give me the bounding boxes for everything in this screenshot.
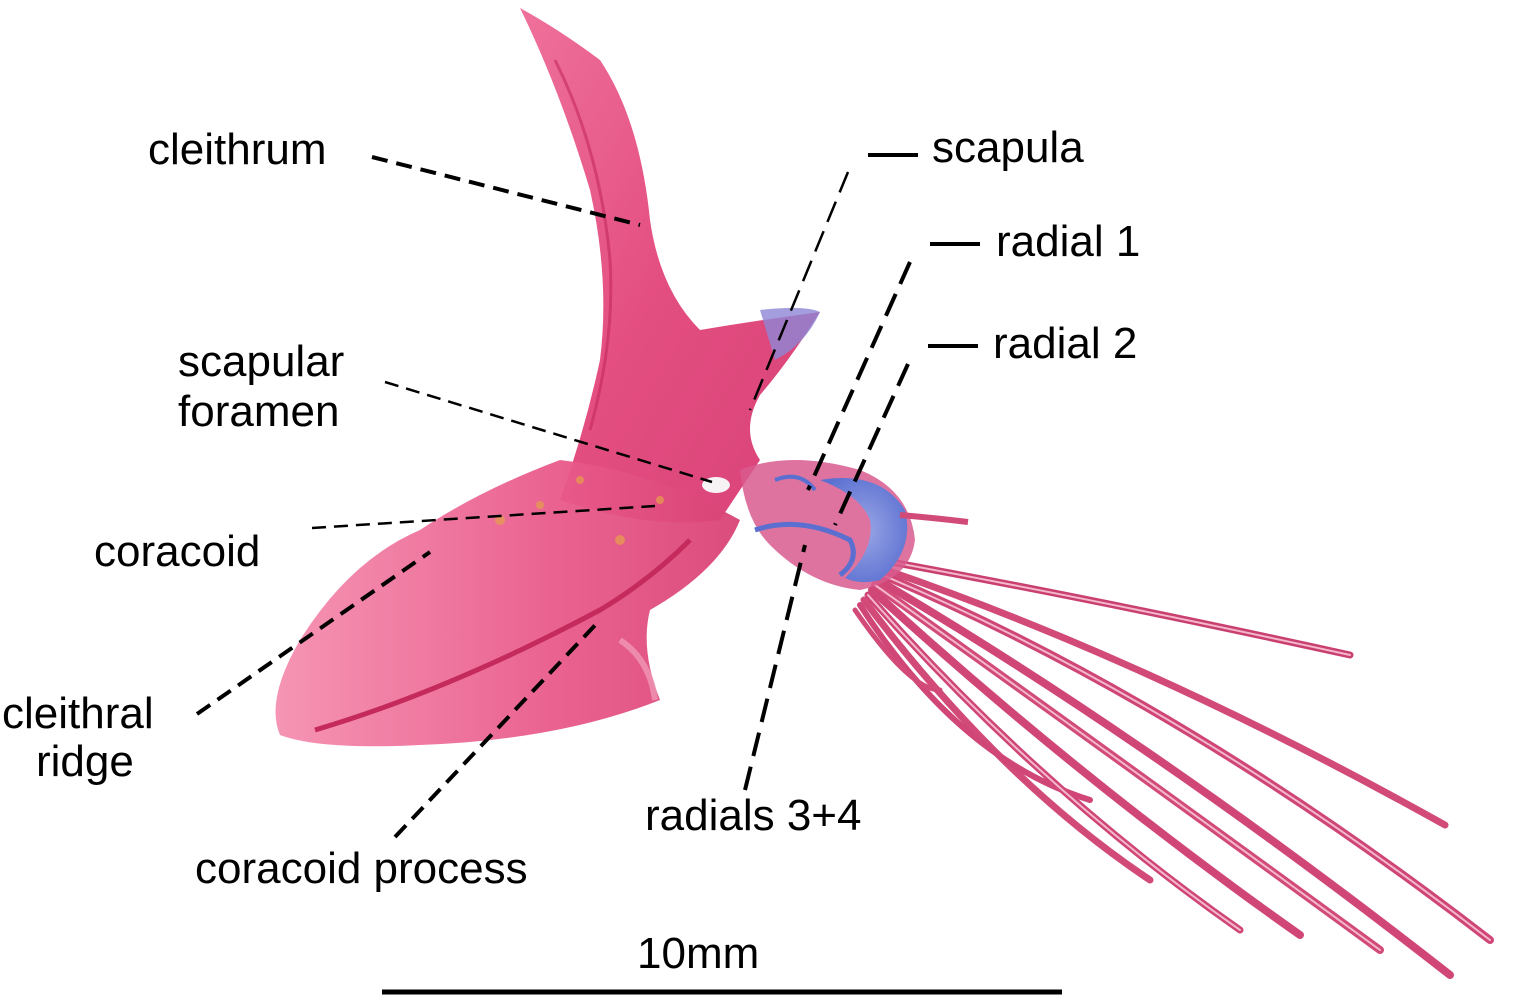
leader-scapular-foramen	[384, 380, 713, 484]
cleithrum-bone	[520, 8, 820, 523]
label-radials-3-4: radials 3+4	[645, 791, 862, 840]
label-radial-2: radial 2	[993, 319, 1138, 368]
label-cleithral-ridge-line2: ridge	[36, 737, 134, 786]
label-coracoid: coracoid	[94, 527, 261, 576]
leader-radials-3-4	[743, 544, 807, 791]
scale-bar-label: 10mm	[637, 929, 760, 978]
leader-radial-1	[806, 261, 912, 491]
label-scapula: scapula	[932, 123, 1084, 172]
leader-cleithrum	[371, 155, 641, 227]
label-cleithrum: cleithrum	[148, 125, 327, 174]
leader-lines	[195, 153, 1062, 995]
label-scapular-foramen-line2: foramen	[178, 387, 340, 436]
label-scapular-foramen-line1: scapular	[178, 337, 345, 386]
label-radial-1: radial 1	[996, 217, 1141, 266]
label-cleithral-ridge-line1: cleithral	[2, 689, 154, 738]
coracoid-bone	[275, 460, 740, 747]
leader-cleithral-ridge	[195, 550, 432, 716]
leader-radial-2	[833, 363, 910, 526]
label-coracoid-process: coracoid process	[195, 844, 528, 893]
leader-coracoid	[311, 504, 656, 530]
leader-scapula	[748, 171, 850, 411]
fin-rays	[852, 556, 1494, 979]
radials-and-scapula	[740, 460, 969, 590]
